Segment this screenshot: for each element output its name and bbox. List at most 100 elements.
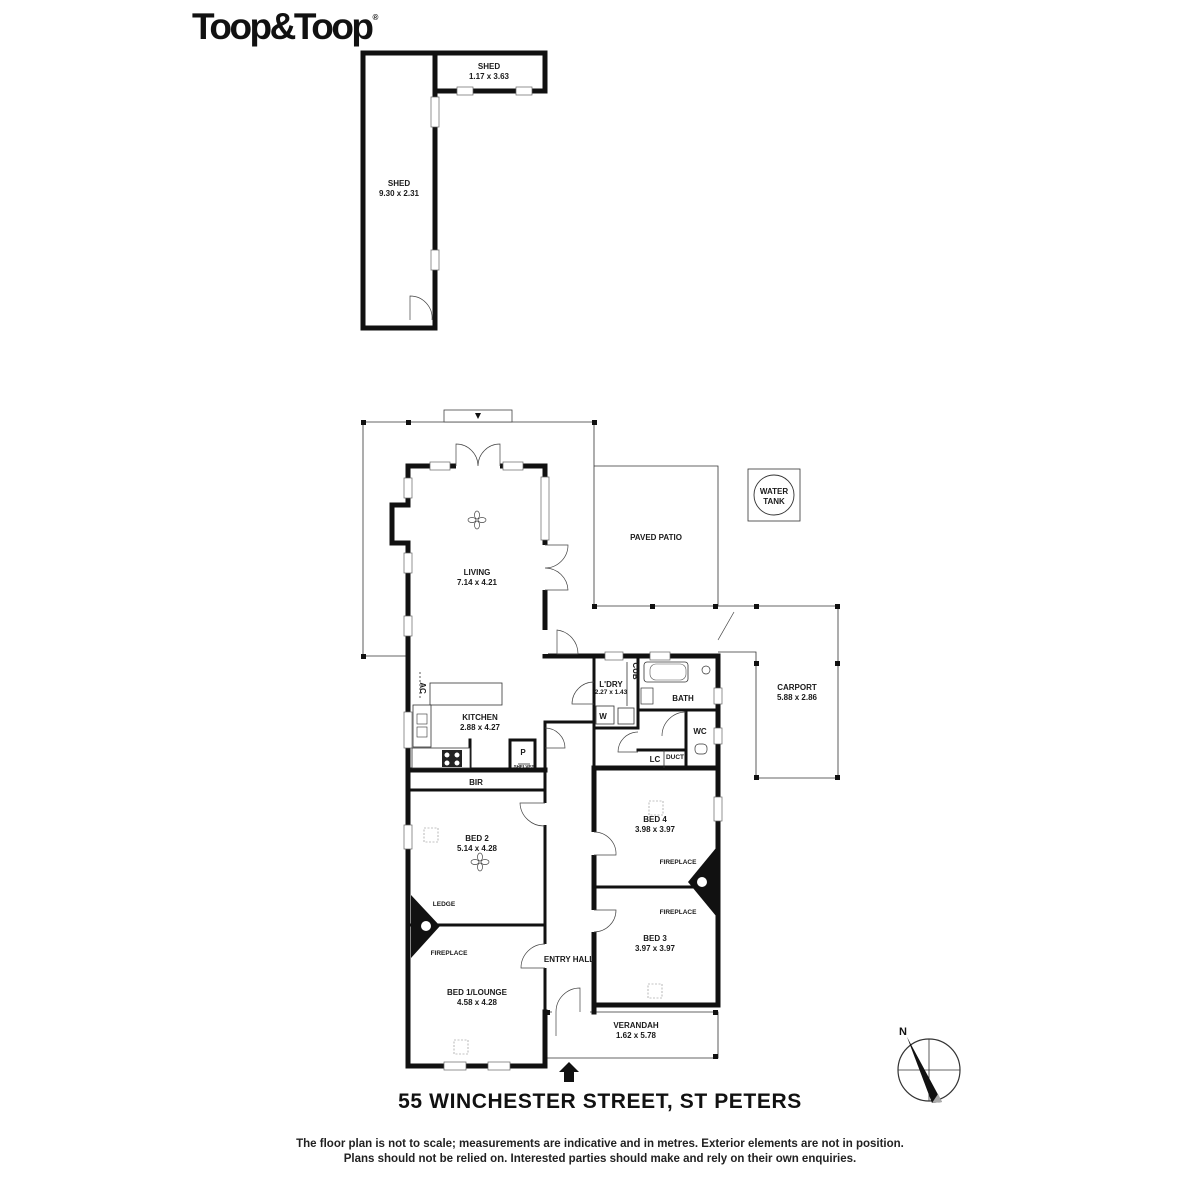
kitchen-island <box>429 682 503 706</box>
room-label: DUCT <box>666 754 684 761</box>
shower-icon <box>701 665 711 675</box>
shed-window <box>430 249 440 271</box>
fireplace-hearth <box>421 921 431 931</box>
ceiling-fan-icon <box>467 510 487 530</box>
living-deck-outline <box>362 421 408 657</box>
post <box>592 420 597 425</box>
fireplace-hearth <box>697 877 707 887</box>
windows <box>403 461 723 1071</box>
compass: N <box>897 1026 961 1103</box>
kitchen-bench <box>412 704 432 748</box>
room-feature: FIREPLACE <box>431 950 469 957</box>
outdoor-structures <box>361 409 840 1082</box>
post <box>835 604 840 609</box>
kitchen-hall-door <box>544 727 566 749</box>
room-label: CARPORT <box>777 683 817 692</box>
rear-entry-arrow <box>475 413 481 419</box>
hall-door <box>556 629 579 655</box>
laundry-tub <box>617 707 635 725</box>
toop-toop-logo: Toop&Toop® <box>192 8 378 45</box>
sink-icon <box>416 713 428 725</box>
post <box>713 1054 718 1059</box>
post <box>361 420 366 425</box>
compass-needle-tail <box>932 1094 942 1103</box>
room-label: TANK <box>763 497 785 506</box>
shed-window <box>515 86 533 96</box>
room-label: BIR <box>469 778 483 787</box>
registered-mark: ® <box>372 13 379 22</box>
room-label: BED 4 <box>643 815 667 824</box>
room-label: LC <box>650 755 661 764</box>
disclaimer-line: The floor plan is not to scale; measurem… <box>296 1138 904 1150</box>
doors <box>455 443 687 1036</box>
room-dimensions: 1.17 x 3.63 <box>469 72 510 81</box>
post <box>754 604 759 609</box>
room-label: BATH <box>672 694 694 703</box>
room-dimensions: 2.88 x 4.27 <box>460 723 501 732</box>
room-note: SHELVES <box>514 764 535 769</box>
room-label: ENTRY HALL <box>544 955 594 964</box>
water-tank-circle <box>753 474 795 516</box>
room-label: SHED <box>478 62 500 71</box>
living-bay-wall <box>389 502 411 693</box>
room-label: BED 1/LOUNGE <box>447 988 508 997</box>
shed-window <box>456 86 474 96</box>
compass-north-label: N <box>899 1026 907 1038</box>
room-label: AC <box>418 682 427 694</box>
room-dimensions: 1.62 x 5.78 <box>616 1031 657 1040</box>
living-french-door <box>455 443 501 467</box>
verandah-outline <box>547 1011 719 1059</box>
laundry-door <box>571 681 595 705</box>
post <box>835 661 840 666</box>
post <box>754 775 759 780</box>
shed-large-outline <box>360 50 438 331</box>
property-address: 55 WINCHESTER STREET, ST PETERS <box>398 1090 802 1113</box>
window <box>443 1061 467 1071</box>
room-dimensions: 4.58 x 4.28 <box>457 998 498 1007</box>
window <box>429 461 451 471</box>
ceiling-rose-icon <box>423 800 664 1055</box>
room-dimensions: 9.30 x 2.31 <box>379 189 420 198</box>
bed2-door <box>519 802 546 827</box>
post <box>406 420 411 425</box>
post <box>592 604 597 609</box>
shed-door-swing <box>409 295 433 321</box>
ceiling-fan-icon <box>470 852 490 872</box>
window <box>713 727 723 745</box>
room-label: PAVED PATIO <box>630 533 682 542</box>
disclaimer-line: Plans should not be relied on. Intereste… <box>343 1153 857 1165</box>
burner <box>454 760 460 766</box>
room-label: KITCHEN <box>462 713 498 722</box>
post <box>361 654 366 659</box>
carport-gate <box>717 611 735 641</box>
window <box>403 552 413 574</box>
window <box>502 461 524 471</box>
pantry-outline <box>508 738 537 772</box>
room-label: BED 3 <box>643 934 667 943</box>
room-dimensions: 2.27 x 1.43 <box>595 689 628 696</box>
toilet-icon <box>694 743 708 755</box>
front-entry-arrow <box>559 1062 579 1082</box>
water-tank-base <box>747 468 801 522</box>
post <box>713 604 718 609</box>
burner <box>444 752 450 758</box>
fixtures <box>411 510 716 1055</box>
post <box>754 661 759 666</box>
window <box>403 615 413 637</box>
room-label: VERANDAH <box>613 1021 659 1030</box>
shed-small-outline <box>432 50 548 94</box>
room-feature: FIREPLACE <box>660 909 698 916</box>
logo-wordmark: Toop&Toop <box>192 6 374 47</box>
room-dimensions: 3.98 x 3.97 <box>635 825 676 834</box>
living-east-wall <box>542 589 597 659</box>
window <box>403 477 413 499</box>
vanity <box>640 687 654 705</box>
front-door <box>555 987 581 1036</box>
room-label: SHED <box>388 179 410 188</box>
room-labels: SHED 1.17 x 3.63 SHED 9.30 x 2.31 LIVING… <box>379 62 818 1040</box>
window <box>487 1061 511 1071</box>
room-label: LIVING <box>464 568 491 577</box>
room-feature: FIREPLACE <box>660 859 698 866</box>
disclaimer: The floor plan is not to scale; measurem… <box>240 1137 960 1167</box>
